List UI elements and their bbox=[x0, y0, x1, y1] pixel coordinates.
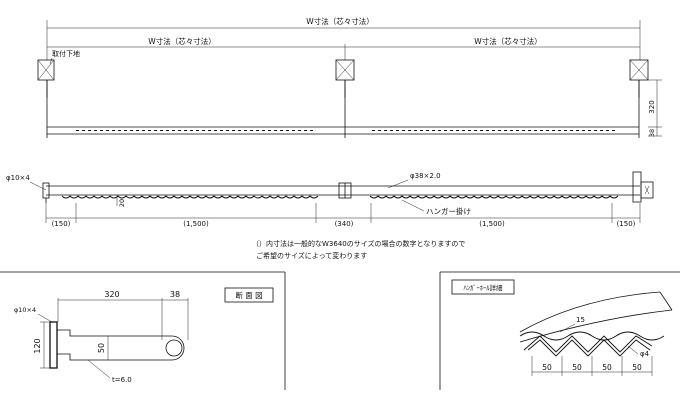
hole-spacing-2: 50 bbox=[572, 363, 582, 372]
side-elevation-view: φ10×4 20 φ38×2.0 ハンガー掛け bbox=[6, 171, 654, 228]
sec-pipe-circle bbox=[165, 339, 183, 357]
hole-pitch-label: 15 bbox=[576, 316, 585, 324]
side-bracket-left bbox=[42, 182, 50, 199]
sec-thickness-label: t=6.0 bbox=[112, 376, 132, 384]
sec-dim-120: 120 bbox=[33, 338, 42, 353]
section-title: 断 面 図 bbox=[235, 290, 262, 300]
sec-bolt-label: φ10×4 bbox=[14, 306, 36, 314]
section-detail: 断 面 図 320 38 φ10×4 120 50 t=6.0 bbox=[0, 271, 286, 390]
hole-title: ﾊﾝｶﾞｰﾎｰﾙ詳細 bbox=[464, 283, 504, 292]
note-line-1: （）内寸法は一般的なW3640のサイズの場合の数字となりますので bbox=[252, 239, 465, 248]
hole-title-box bbox=[451, 279, 515, 295]
side-bracket-right bbox=[632, 171, 654, 203]
left-span-label: W寸法（芯々寸法） bbox=[148, 36, 215, 46]
sec-dim-38: 38 bbox=[170, 290, 180, 299]
span-label-4: (1,500) bbox=[479, 220, 505, 228]
hole-diameter-label: φ4 bbox=[640, 350, 650, 358]
right-span-label: W寸法（芯々寸法） bbox=[474, 36, 541, 46]
hanger-wave-left bbox=[61, 195, 319, 199]
dim-320-label: 320 bbox=[648, 100, 656, 113]
dim-38-label: 38 bbox=[648, 129, 656, 137]
sec-bolt-leader bbox=[37, 313, 53, 323]
hanger-leader bbox=[401, 199, 425, 212]
hole-pipe-end bbox=[659, 291, 673, 311]
span-label-2: (1,500) bbox=[183, 220, 209, 228]
overall-width-label: W寸法（芯々寸法） bbox=[306, 16, 373, 26]
mount-base-leader bbox=[49, 57, 53, 65]
sag-label: 20 bbox=[118, 199, 126, 207]
sec-dim-50: 50 bbox=[97, 343, 106, 353]
pipe-leader bbox=[387, 179, 409, 189]
hole-pipe-mid bbox=[519, 309, 673, 343]
pipe-label: φ38×2.0 bbox=[410, 172, 441, 180]
hole-wave-top bbox=[519, 331, 665, 341]
sec-dim-320: 320 bbox=[104, 290, 119, 299]
hole-spacing-1: 50 bbox=[542, 363, 552, 372]
mount-base-label: 取付下地 bbox=[52, 49, 80, 58]
end-bracket-label: φ10×4 bbox=[6, 174, 30, 182]
hole-spacing-4: 50 bbox=[632, 363, 642, 372]
sec-wall-plate bbox=[49, 321, 58, 369]
span-label-3: (340) bbox=[335, 220, 354, 228]
hole-spacing-3: 50 bbox=[602, 363, 612, 372]
section-title-box bbox=[224, 287, 274, 303]
mount-base-left bbox=[37, 59, 55, 98]
note-line-2: ご希望のサイズによって変わります bbox=[256, 251, 367, 260]
hanger-label: ハンガー掛け bbox=[426, 206, 471, 216]
hanger-hole-detail: ﾊﾝｶﾞｰﾎｰﾙ詳細 15 φ4 50 50 50 50 bbox=[439, 271, 680, 390]
hole-pipe-top bbox=[519, 291, 661, 333]
hanger-wave-right bbox=[369, 195, 619, 199]
hole-pitch-leader bbox=[559, 323, 576, 333]
span-label-1: (150) bbox=[52, 220, 71, 228]
hole-wave-bottom bbox=[523, 335, 653, 353]
sec-thickness-leader bbox=[87, 359, 111, 379]
top-plan-view: W寸法（芯々寸法） W寸法（芯々寸法） W寸法（芯々寸法） 取付下地 bbox=[37, 16, 662, 138]
hole-wave-inner bbox=[527, 339, 651, 357]
span-label-5: (150) bbox=[617, 220, 636, 228]
sec-arm bbox=[57, 329, 185, 361]
hole-diameter-leader bbox=[627, 345, 639, 355]
